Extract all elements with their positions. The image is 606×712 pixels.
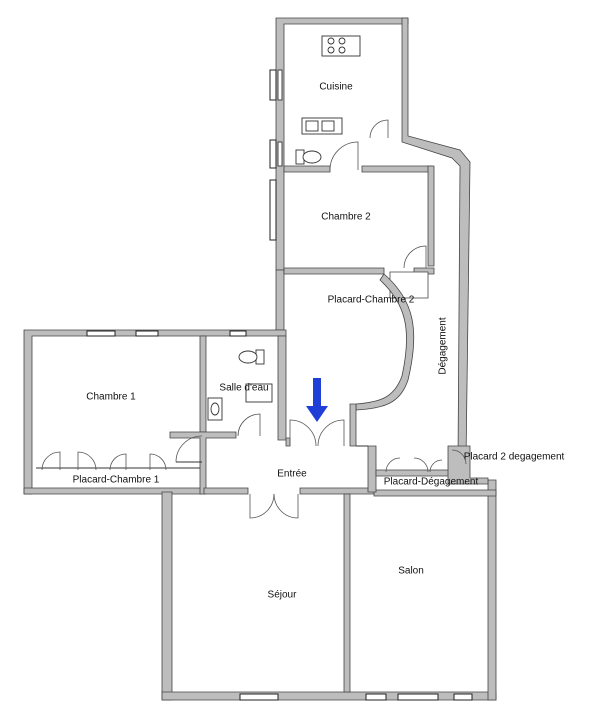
doors xyxy=(41,119,467,519)
left-wing-walls xyxy=(23,329,287,495)
entrance-arrow-icon xyxy=(306,378,328,422)
upper-wing-walls xyxy=(275,17,471,461)
windows xyxy=(86,69,473,701)
fixtures xyxy=(207,35,361,421)
lower-wing-walls xyxy=(161,445,497,701)
placard-chambre2-walls xyxy=(349,271,429,447)
